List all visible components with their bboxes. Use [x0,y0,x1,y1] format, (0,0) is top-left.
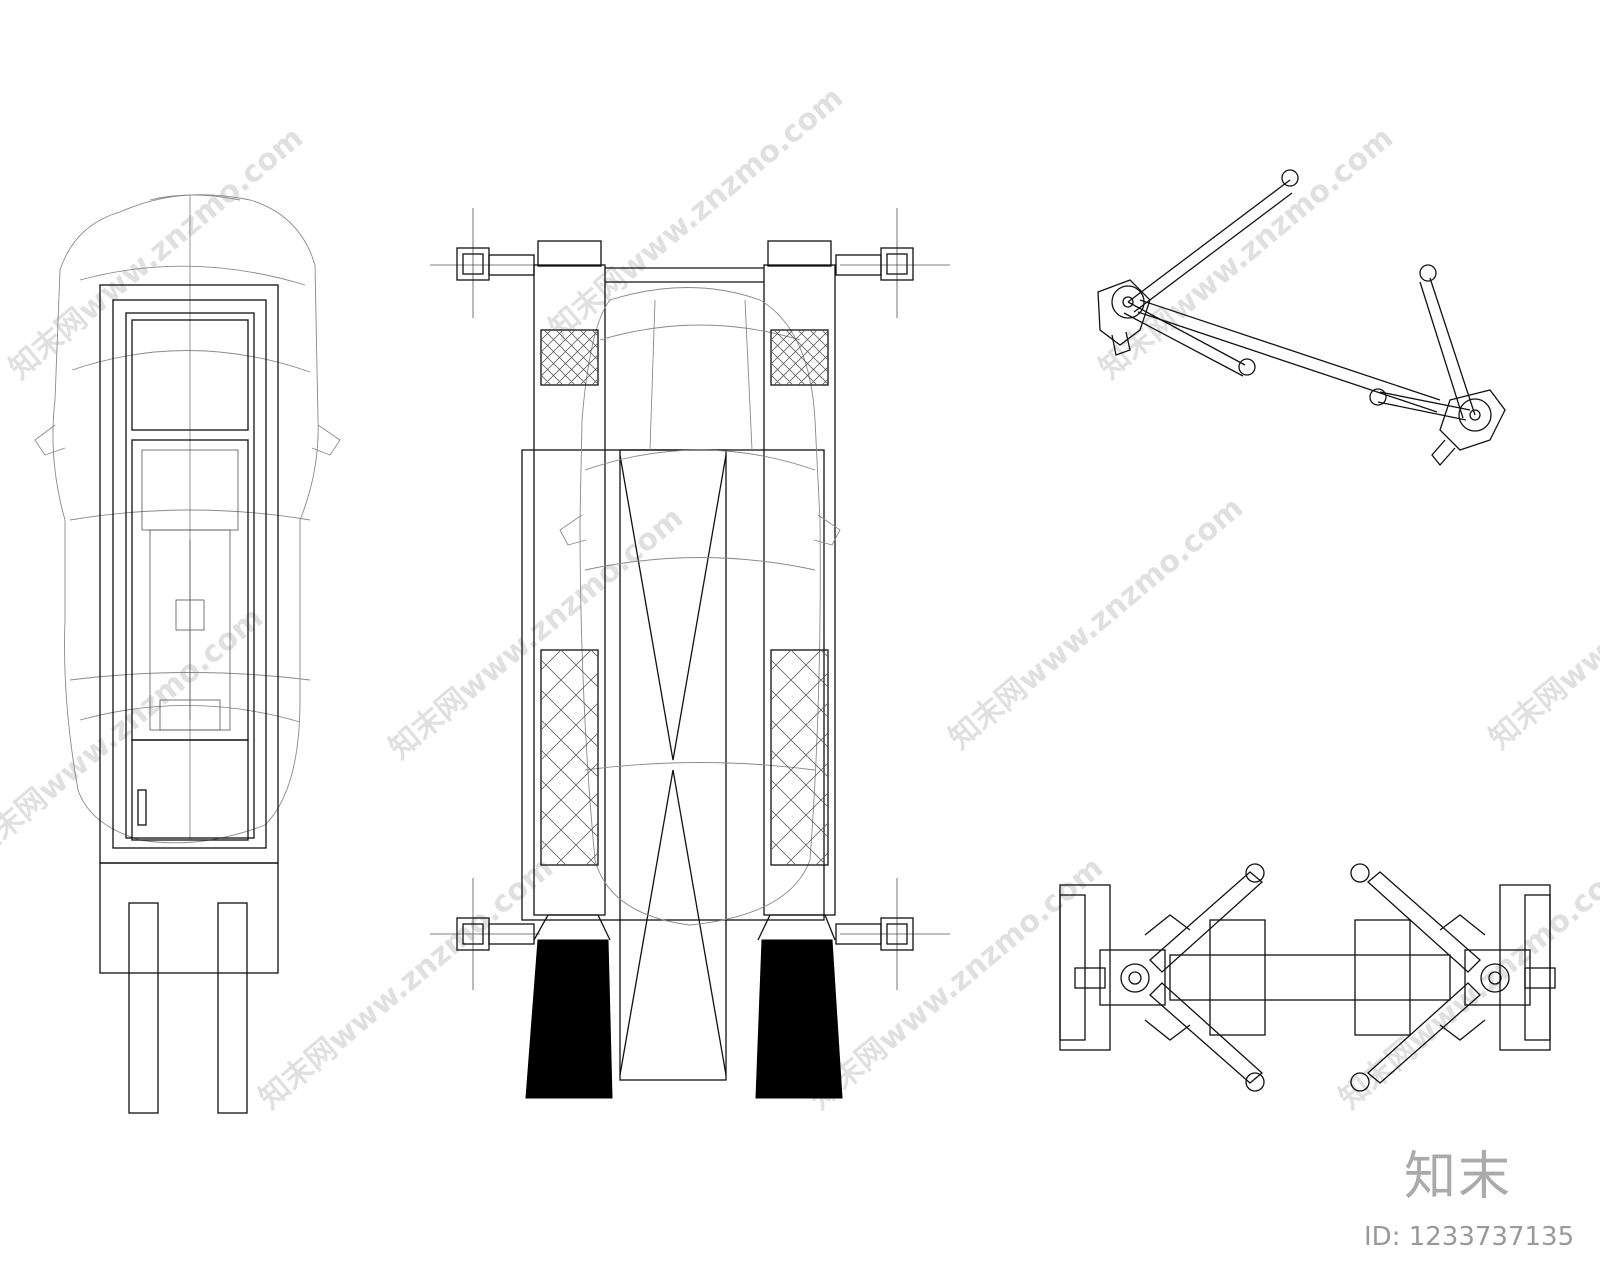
ramp-left [525,939,613,1099]
carriage-right [1464,949,1531,1006]
runway-right [217,902,248,1114]
lift-post-bottom-right [835,878,950,990]
arm-end-pad [1419,264,1437,282]
wheel-pad-top-left [540,329,599,386]
arm-end-pad [1245,863,1265,883]
jack-scissor-lines [619,454,727,1076]
watermark-text: 知末网www.znzmo.com [383,500,690,766]
lift-post-top-left [430,208,540,318]
lift-post-top-right [835,208,950,318]
wheel-pad-top-right [770,329,829,386]
arm-right-upper [1367,871,1481,973]
watermark-text: 知末网www.znzmo.com [0,600,270,866]
car-mirror-right [813,514,841,546]
car-windshield [71,350,311,373]
watermark-text: 知末网www.znzmo.com [943,490,1250,756]
runway-left [128,902,159,1114]
car-mirror-left [34,424,66,456]
two-post-lift-plan [1059,863,1556,1092]
runway-cap-left [537,240,602,267]
pit-frame-inner [112,299,267,849]
arm-left-lower [1149,982,1263,1084]
watermark-text: 知末网www.znzmo.com [253,850,560,1116]
four-post-lift-plan [430,208,950,1099]
arm-end-pad [1281,169,1299,187]
arm-end-pad [1238,358,1256,376]
watermark-text: 知末网www.znzmo.com [1483,490,1600,756]
arm-end-pad [1245,1072,1265,1092]
car-mirror-right [311,424,341,456]
arm-end-pad [1350,1072,1370,1092]
ramp-right [755,939,843,1099]
pit-frame-outer [99,284,279,864]
ramp-edge-right [757,914,836,941]
image-id-label: ID: 1233737135 [1364,1222,1575,1252]
watermark-text: 知末网www.znzmo.com [803,850,1110,1116]
watermark-text: 知末网www.znzmo.com [3,120,310,386]
base-beam [1169,954,1451,1001]
car-body-outline [579,287,821,926]
brand-logo-text: 知末 [1404,1147,1513,1207]
ramp-edge-left [533,914,611,941]
car-on-pit-lift-plan [34,194,341,1114]
car-roof-line [79,265,306,286]
car-body-outline [52,194,319,844]
lift-arms-angled-plan [1097,169,1506,467]
carriage-left [1099,949,1166,1006]
arm-pivot-right [1439,389,1506,451]
pit-frame-inner-2 [125,312,255,839]
watermark-text: 知末网www.znzmo.com [543,80,850,346]
wheel-pad-bottom-left [540,649,599,866]
arm-pivot-left [1097,279,1151,346]
arm-end-pad [1350,863,1370,883]
pit-base-frame [99,862,279,974]
arm-pivot-pin [1458,398,1492,432]
lift-post-bottom-left [430,878,540,990]
watermark-text: 知末网www.znzmo.com [1093,120,1400,386]
arm-end-pad [1369,388,1387,406]
runway-cap-right [767,240,832,267]
pit-lower-box [131,739,249,841]
arm-right-lower [1367,982,1481,1084]
pit-upper-box [131,319,249,431]
arm-left-upper [1149,871,1263,973]
car-mirror-left [559,514,587,546]
wheel-pad-bottom-right [770,649,829,866]
center-jack-plate [619,449,727,1081]
